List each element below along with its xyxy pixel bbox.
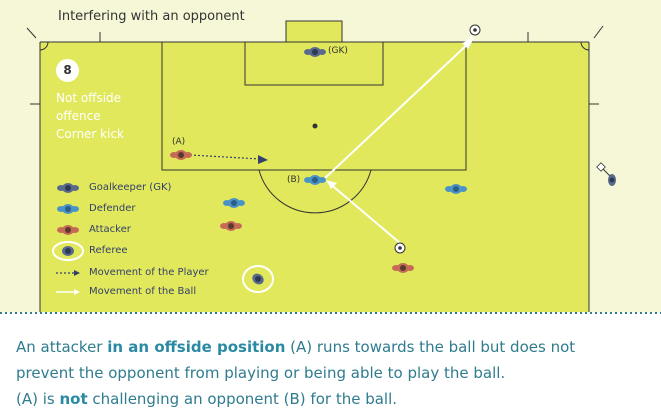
ball-icon bbox=[394, 242, 406, 254]
corner-arc-right bbox=[580, 41, 590, 51]
goal-area bbox=[244, 41, 384, 86]
caption-text: (A) is bbox=[16, 390, 60, 408]
caption-emphasis: in an offside position bbox=[107, 338, 286, 356]
goalkeeper-label: (GK) bbox=[328, 46, 348, 56]
situation-line: offence bbox=[56, 109, 101, 123]
attacker-player bbox=[392, 263, 414, 273]
ball-icon bbox=[469, 24, 481, 36]
legend-label: Defender bbox=[89, 203, 136, 214]
referee-icon bbox=[52, 241, 84, 261]
dotted-arrow-icon bbox=[56, 270, 80, 276]
defender-player bbox=[223, 198, 245, 208]
referee-player bbox=[242, 265, 274, 293]
ball-movement-line bbox=[323, 41, 471, 180]
situation-number-badge: 8 bbox=[56, 59, 79, 82]
ball-arrowhead bbox=[326, 180, 337, 189]
defender-player-b bbox=[304, 175, 326, 185]
defender-label: (B) bbox=[287, 175, 301, 185]
goalkeeper-player bbox=[304, 47, 326, 57]
attacker-icon bbox=[57, 225, 79, 235]
ball-arrowhead bbox=[462, 38, 474, 49]
corner-mark-left bbox=[26, 27, 37, 39]
situation-line: Not offside bbox=[56, 91, 122, 105]
player-arrowhead bbox=[258, 155, 268, 164]
solid-arrow-icon bbox=[56, 289, 80, 295]
caption-line-1: An attacker in an offside position (A) r… bbox=[16, 338, 575, 356]
attacker-player bbox=[220, 221, 242, 231]
situation-line: Corner kick bbox=[56, 127, 125, 141]
caption-text: challenging an opponent (B) for the ball… bbox=[87, 390, 398, 408]
legend-label: Attacker bbox=[89, 224, 131, 235]
ball-movement-line bbox=[327, 181, 401, 244]
caption-text: (A) runs towards the ball but does not bbox=[285, 338, 576, 356]
legend-label: Goalkeeper (GK) bbox=[89, 182, 172, 193]
defender-player bbox=[445, 184, 467, 194]
corner-mark-right bbox=[593, 25, 604, 39]
corner-arc-left bbox=[39, 41, 49, 51]
legend-label: Movement of the Ball bbox=[89, 286, 197, 297]
penalty-arc bbox=[258, 169, 372, 214]
penalty-spot bbox=[312, 123, 318, 129]
attacker-label: (A) bbox=[172, 137, 186, 147]
assistant-referee bbox=[596, 162, 616, 186]
caption-emphasis: not bbox=[59, 390, 88, 408]
caption-line-3: (A) is not challenging an opponent (B) f… bbox=[16, 390, 397, 408]
legend-label: Referee bbox=[89, 245, 128, 256]
legend-label: Movement of the Player bbox=[89, 267, 209, 278]
caption-line-2: prevent the opponent from playing or bei… bbox=[16, 364, 506, 382]
defender-icon bbox=[57, 204, 79, 214]
diagram-title: Interfering with an opponent bbox=[58, 9, 245, 24]
goal bbox=[285, 20, 343, 43]
caption-text: An attacker bbox=[16, 338, 108, 356]
attacker-player-a bbox=[170, 150, 192, 160]
goalkeeper-icon bbox=[57, 183, 79, 193]
